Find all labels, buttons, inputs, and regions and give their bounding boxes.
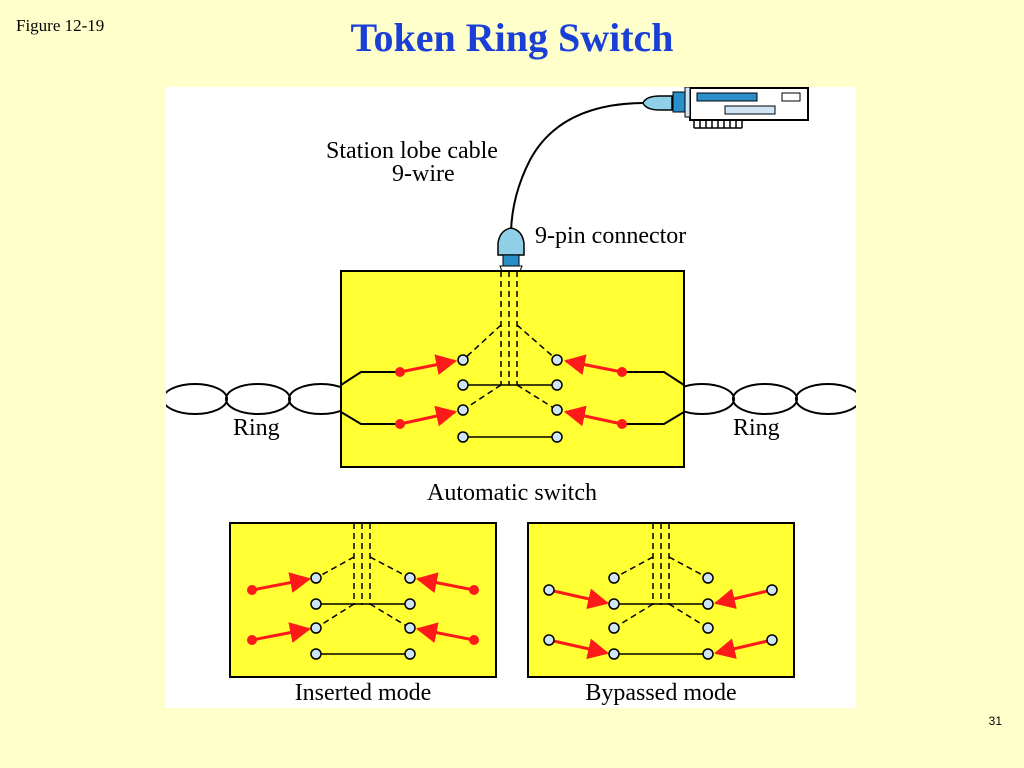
page-number: 31 [988,714,1002,728]
lobe-cable [510,102,644,233]
slide-title: Token Ring Switch [350,15,674,60]
switch-label: Automatic switch [427,480,597,506]
diagram-panel: Station lobe cable 9-wire 9-pin connecto… [162,86,861,708]
token-ring-diagram: Station lobe cable 9-wire 9-pin connecto… [162,86,861,706]
connector-label: 9-pin connector [535,223,686,249]
ring-left-label: Ring [233,415,280,441]
top-plug-icon [642,95,673,111]
network-card-icon [672,86,809,129]
bypassed-mode-label: Bypassed mode [585,680,736,706]
inserted-mode-label: Inserted mode [295,680,432,706]
cable-label-line2: 9-wire [392,161,455,187]
figure-label: Figure 12-19 [16,16,105,35]
ring-right-label: Ring [733,415,780,441]
bypassed-mode-switch [527,522,795,678]
nine-pin-connector-icon [497,227,525,272]
inserted-mode-switch [229,522,497,678]
cable-label-line1: Station lobe cable [326,138,498,164]
automatic-switch [340,270,685,468]
